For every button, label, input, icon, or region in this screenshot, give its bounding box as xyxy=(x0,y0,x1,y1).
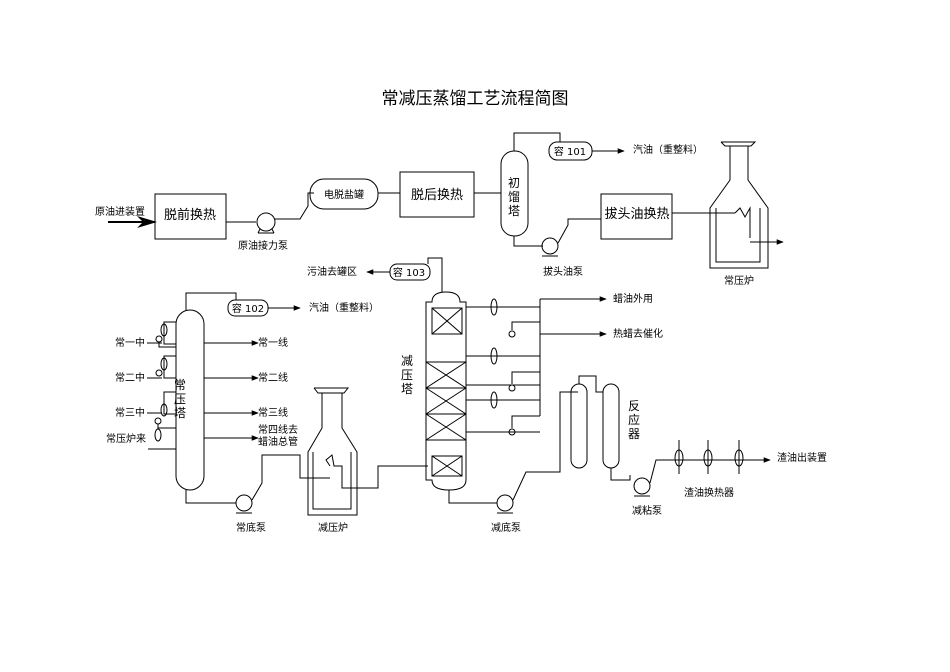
reactor-label-3: 器 xyxy=(628,427,640,441)
side-draw-2-label: 常二线 xyxy=(258,371,288,384)
initial-distillation-tower: 初 馏 塔 xyxy=(500,150,529,237)
svg-text:容 103: 容 103 xyxy=(393,266,425,279)
side-draw-3-label: 常三线 xyxy=(258,406,288,419)
from-atm-furnace-label: 常压炉来 xyxy=(106,432,146,445)
residue-hx-label: 渣油换热器 xyxy=(684,486,734,499)
svg-text:脱后换热: 脱后换热 xyxy=(411,188,463,203)
pumparound-2-label: 常二中 xyxy=(115,371,145,384)
side-draw-4-label-a: 常四线去 xyxy=(258,423,298,436)
svg-text:脱前换热: 脱前换热 xyxy=(164,207,216,223)
svg-text:馏: 馏 xyxy=(508,190,520,204)
residue-out-label: 渣油出装置 xyxy=(777,451,827,464)
side-draw-4-label-b: 蜡油总管 xyxy=(258,435,298,448)
vacuum-side-draws xyxy=(466,296,607,436)
atmospheric-bottom-pump xyxy=(235,494,253,514)
post-desalt-heat-exchange: 脱后换热 xyxy=(399,171,475,218)
svg-text:压: 压 xyxy=(174,392,186,406)
pumparound-1-label: 常一中 xyxy=(115,336,145,349)
vacuum-bottom-pump xyxy=(496,494,514,514)
vessel-101: 容 101 xyxy=(548,141,593,161)
pumparound-circuits xyxy=(154,321,176,442)
gasoline-101-label: 汽油（重整料） xyxy=(633,143,703,156)
desalter-vessel: 电脱盐罐 xyxy=(309,178,379,210)
svg-text:电脱盐罐: 电脱盐罐 xyxy=(324,188,364,201)
crude-inlet-label: 原油进装置 xyxy=(95,205,145,218)
hot-wax-label: 热蜡去催化 xyxy=(613,327,663,340)
reactor-label-1: 反 xyxy=(628,399,640,413)
dirty-oil-label: 污油去罐区 xyxy=(307,265,357,278)
svg-text:塔: 塔 xyxy=(174,406,186,420)
crude-pump-label: 原油接力泵 xyxy=(238,239,288,252)
svg-text:拔头油换热: 拔头油换热 xyxy=(604,207,669,222)
reactor-vessels xyxy=(570,375,631,481)
visbreaking-pump xyxy=(633,477,651,497)
wax-oil-out-label: 蜡油外用 xyxy=(613,292,653,305)
topped-oil-pump-label: 拔头油泵 xyxy=(543,265,583,278)
pumparound-3-label: 常三中 xyxy=(115,406,145,419)
pre-desalt-heat-exchange: 脱前换热 xyxy=(154,193,227,240)
vacuum-tower-label-2: 压 xyxy=(401,368,413,382)
atmospheric-tower: 常 压 塔 xyxy=(174,309,205,491)
gasoline-102-label: 汽油（重整料） xyxy=(309,301,379,314)
atmospheric-side-draws xyxy=(204,340,259,441)
residue-heat-exchangers xyxy=(674,440,744,474)
svg-text:常: 常 xyxy=(174,378,186,392)
atmospheric-furnace xyxy=(709,141,784,269)
vessel-103: 容 103 xyxy=(389,263,431,281)
vessel-102: 容 102 xyxy=(227,299,269,317)
vacuum-bottom-pump-label: 减底泵 xyxy=(491,521,521,534)
svg-text:塔: 塔 xyxy=(508,204,520,218)
topped-oil-heat-exchange: 拔头油换热 xyxy=(600,193,673,240)
vacuum-tower-label-3: 塔 xyxy=(401,382,413,396)
vacuum-tower-label-1: 减 xyxy=(401,354,413,368)
svg-text:容 101: 容 101 xyxy=(554,145,586,158)
diagram-title: 常减压蒸馏工艺流程简图 xyxy=(382,89,569,109)
svg-text:初: 初 xyxy=(508,176,520,190)
topped-oil-pump xyxy=(541,237,559,257)
vacuum-tower xyxy=(425,291,467,491)
crude-pump xyxy=(256,212,276,234)
atmospheric-bottom-pump-label: 常底泵 xyxy=(236,521,266,534)
svg-text:容 102: 容 102 xyxy=(232,302,264,315)
vacuum-furnace xyxy=(307,387,428,516)
reactor-label-2: 应 xyxy=(628,412,640,427)
visbreaking-pump-label: 减粘泵 xyxy=(632,504,662,517)
atmospheric-furnace-label: 常压炉 xyxy=(724,274,754,287)
vacuum-furnace-label: 减压炉 xyxy=(318,522,348,534)
side-draw-1-label: 常一线 xyxy=(258,336,288,349)
